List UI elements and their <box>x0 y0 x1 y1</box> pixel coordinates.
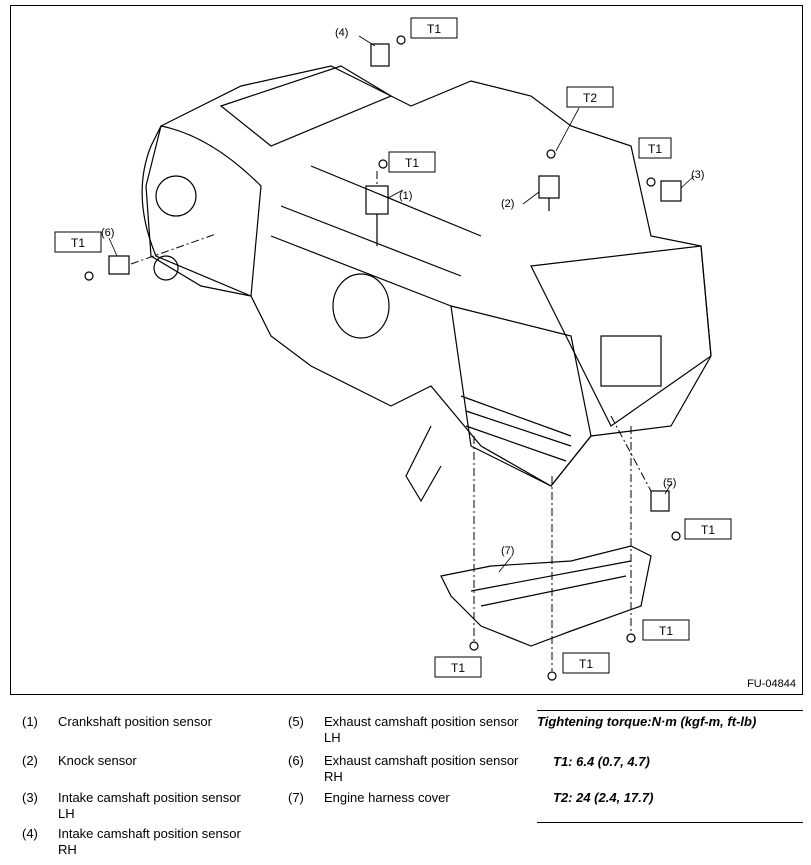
bolt-1 <box>378 159 388 169</box>
intake-manifold <box>270 165 482 307</box>
align-line-d <box>610 415 652 492</box>
torque-label-t1-g: T1 <box>451 661 465 675</box>
torque-label-t1-c: T1 <box>648 142 662 156</box>
torque-box-t1-g <box>434 656 482 678</box>
bolt-5 <box>671 531 681 541</box>
legend-text: Crankshaft position sensor <box>58 714 212 729</box>
timing-hole <box>153 255 179 281</box>
torque-label-t1-h: T1 <box>579 657 593 671</box>
callout-3: (3) <box>691 169 704 181</box>
throttle-body <box>332 273 390 339</box>
cam-sensor-4-body <box>370 43 390 67</box>
legend-num: (1) <box>22 714 38 729</box>
legend-text: Intake camshaft position sensor RH <box>58 826 241 857</box>
legend-num: (5) <box>288 714 304 729</box>
legend-num: (2) <box>22 753 38 768</box>
harness-cover <box>440 545 652 647</box>
legend-num: (3) <box>22 790 38 805</box>
timing-cover <box>141 125 262 297</box>
cam-sensor-3-body <box>660 180 682 202</box>
engine-diagram-figure: T1 T1 T2 T1 T1 T1 T1 T1 T1 (4) (1) (2) (… <box>10 5 803 695</box>
torque-label-t1-d: T1 <box>71 236 85 250</box>
timing-pulley <box>155 175 197 217</box>
bolt-3 <box>646 177 656 187</box>
legend-text: Exhaust camshaft position sensor LH <box>324 714 519 745</box>
knock-sensor-body <box>538 175 560 199</box>
callout-2: (2) <box>501 198 514 210</box>
engine-block-outline <box>145 65 712 487</box>
callout-4: (4) <box>335 27 348 39</box>
torque-box-t1-a <box>410 17 458 39</box>
legend-text: Engine harness cover <box>324 790 450 805</box>
torque-box-t1-h <box>562 652 610 674</box>
harness-cover-ribs <box>470 560 632 607</box>
torque-box-t2 <box>566 86 614 108</box>
bolt-4 <box>396 35 406 45</box>
legend-text: Intake camshaft position sensor LH <box>58 790 241 821</box>
align-line-e <box>130 233 217 265</box>
bolt-7b <box>547 671 557 681</box>
callout-7: (7) <box>501 545 514 557</box>
bolt-7a <box>469 641 479 651</box>
torque-label-t1-e: T1 <box>701 523 715 537</box>
legend-num: (7) <box>288 790 304 805</box>
figure-code: FU-04844 <box>747 678 796 690</box>
torque-box-t1-b <box>388 151 436 173</box>
callout-5: (5) <box>663 477 676 489</box>
torque-spec-t1: T1: 6.4 (0.7, 4.7) <box>553 754 650 769</box>
torque-box-t1-c <box>638 137 672 159</box>
torque-box-t1-e <box>684 518 732 540</box>
callout-1: (1) <box>399 190 412 202</box>
head-cover-block <box>600 335 662 387</box>
bolt-2 <box>546 149 556 159</box>
torque-label-t1-a: T1 <box>427 22 441 36</box>
bracket <box>405 425 442 503</box>
legend-text: Knock sensor <box>58 753 137 768</box>
cover-ribs <box>460 395 572 462</box>
legend-num: (6) <box>288 753 304 768</box>
bolt-7c <box>626 633 636 643</box>
legend-num: (4) <box>22 826 38 841</box>
torque-header: Tightening torque:N·m (kgf-m, ft-lb) <box>537 710 803 736</box>
torque-bottom-rule <box>537 822 803 823</box>
callout-6: (6) <box>101 227 114 239</box>
front-cover-panel <box>450 305 592 487</box>
torque-table: Tightening torque:N·m (kgf-m, ft-lb) T1:… <box>537 710 803 823</box>
torque-label-t1-b: T1 <box>405 156 419 170</box>
cylinder-head-right <box>530 245 712 427</box>
torque-box-t1-f <box>642 619 690 641</box>
legend-text: Exhaust camshaft position sensor RH <box>324 753 519 784</box>
torque-label-t1-f: T1 <box>659 624 673 638</box>
engine-illustration: T1 T1 T2 T1 T1 T1 T1 T1 T1 (4) (1) (2) (… <box>54 17 732 681</box>
torque-box-t1-d <box>54 231 102 253</box>
torque-spec-t2: T2: 24 (2.4, 17.7) <box>553 790 654 805</box>
torque-box-group <box>54 17 732 678</box>
bolt-6 <box>84 271 94 281</box>
cam-sensor-5-body <box>650 490 670 512</box>
cam-cover-left <box>219 65 393 147</box>
cam-sensor-6-body <box>108 255 130 275</box>
torque-label-t2: T2 <box>583 91 597 105</box>
